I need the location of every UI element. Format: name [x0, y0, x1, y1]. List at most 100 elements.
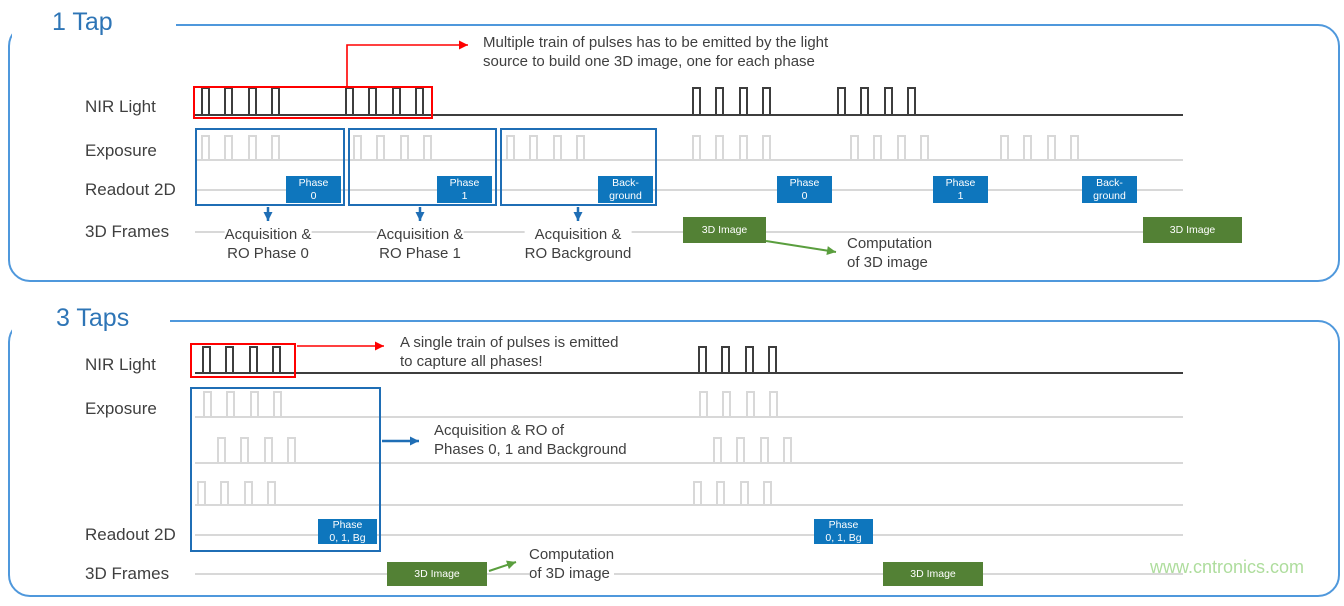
pulse: [745, 346, 754, 374]
pulse: [1070, 135, 1079, 161]
row-label: 3D Frames: [85, 222, 170, 241]
pulse: [272, 346, 281, 374]
pulse: [392, 87, 401, 116]
pulse: [345, 87, 354, 116]
pulse: [248, 87, 257, 116]
pulse: [769, 391, 778, 418]
annotation-text: Acquisition & RO of Phases 0, 1 and Back…: [434, 421, 627, 460]
row-label: Readout 2D: [85, 180, 176, 199]
pulse: [897, 135, 906, 161]
pulse: [1000, 135, 1009, 161]
pulse: [400, 135, 409, 161]
3d-image-badge: 3D Image: [883, 562, 983, 586]
pulse: [249, 346, 258, 374]
pulse: [837, 87, 846, 116]
pulse: [220, 481, 229, 506]
pulse: [693, 481, 702, 506]
readout-badge: Phase 0: [286, 176, 341, 203]
signal-baseline: [195, 504, 1183, 506]
pulse: [376, 135, 385, 161]
pulse: [722, 391, 731, 418]
pulse: [267, 481, 276, 506]
annotation-text: Computation of 3D image: [529, 545, 615, 584]
signal-baseline: [195, 573, 1183, 575]
pulse: [760, 437, 769, 464]
pulse: [783, 437, 792, 464]
panel-border: [8, 320, 1340, 597]
pulse: [907, 87, 916, 116]
watermark: www.cntronics.com: [1150, 557, 1305, 577]
pulse: [553, 135, 562, 161]
pulse: [273, 391, 282, 418]
readout-badge: Back- ground: [598, 176, 653, 203]
pulse: [576, 135, 585, 161]
signal-baseline: [195, 416, 1183, 418]
signal-baseline: [195, 372, 1183, 374]
pulse: [850, 135, 859, 161]
pulse: [244, 481, 253, 506]
pulse: [920, 135, 929, 161]
annotation-text: Acquisition & RO Background: [524, 225, 632, 264]
pulse: [529, 135, 538, 161]
annotation-text: Computation of 3D image: [847, 234, 933, 273]
pulse: [264, 437, 273, 464]
pulse: [716, 481, 725, 506]
annotation-text: Acquisition & RO Phase 1: [376, 225, 464, 264]
panel-1-tap-title: 1 Tap: [52, 8, 113, 36]
pulse: [699, 391, 708, 418]
3d-image-badge: 3D Image: [1143, 217, 1242, 243]
pulse: [201, 135, 210, 161]
row-label: Exposure: [85, 141, 157, 160]
pulse: [715, 87, 724, 116]
annotation-text: A single train of pulses is emitted to c…: [400, 333, 619, 372]
pulse: [226, 391, 235, 418]
pulse: [217, 437, 226, 464]
nir-pulse-highlight-box: [190, 343, 296, 378]
pulse: [692, 87, 701, 116]
signal-baseline: [195, 231, 1143, 233]
row-label: Readout 2D: [85, 525, 176, 544]
pulse: [1047, 135, 1056, 161]
readout-badge: Phase 0: [777, 176, 832, 203]
panel-title-mask: [12, 12, 176, 38]
pulse: [225, 346, 234, 374]
pulse: [692, 135, 701, 161]
3d-image-badge: 3D Image: [387, 562, 487, 586]
phase1-acquisition-box: [348, 128, 497, 206]
pulse: [197, 481, 206, 506]
pulse: [768, 346, 777, 374]
panel-3-taps-title: 3 Taps: [56, 304, 130, 332]
pulse: [271, 87, 280, 116]
pulse: [715, 135, 724, 161]
pulse: [240, 437, 249, 464]
panel-title-mask: [12, 308, 170, 334]
pulse: [721, 346, 730, 374]
signal-baseline: [195, 189, 1183, 191]
3d-image-badge: 3D Image: [683, 217, 766, 243]
signal-baseline: [195, 159, 1183, 161]
pulse: [201, 87, 210, 116]
annotation-text: Acquisition & RO Phase 0: [224, 225, 312, 264]
pulse: [224, 135, 233, 161]
pulse: [202, 346, 211, 374]
pulse: [873, 135, 882, 161]
pulse: [739, 135, 748, 161]
row-label: Exposure: [85, 399, 157, 418]
pulse: [746, 391, 755, 418]
pulse: [248, 135, 257, 161]
background-acquisition-box: [500, 128, 657, 206]
pulse: [224, 87, 233, 116]
readout-badge: Back- ground: [1082, 176, 1137, 203]
readout-badge: Phase 0, 1, Bg: [318, 519, 377, 544]
pulse: [762, 135, 771, 161]
nir-pulse-highlight-box: [193, 86, 433, 119]
signal-baseline: [195, 114, 1183, 116]
pulse: [415, 87, 424, 116]
pulse: [203, 391, 212, 418]
pulse: [762, 87, 771, 116]
panel-border: [8, 24, 1340, 282]
pulse: [353, 135, 362, 161]
readout-badge: Phase 0, 1, Bg: [814, 519, 873, 544]
pulse: [763, 481, 772, 506]
